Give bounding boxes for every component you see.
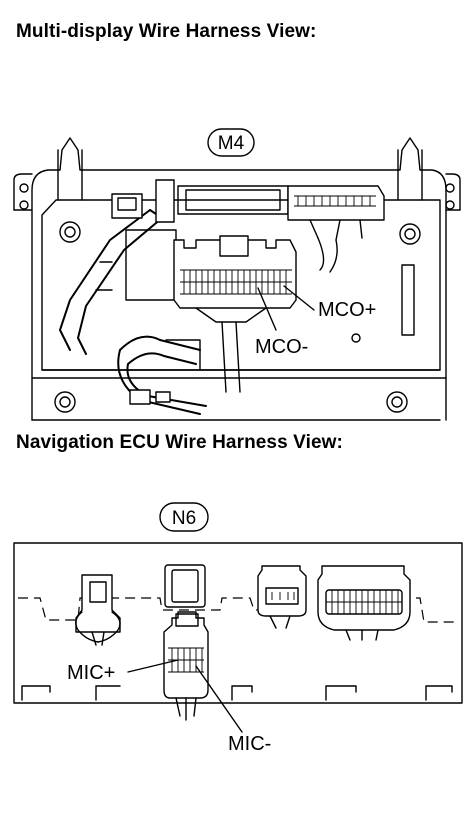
mco-plus-leader-line xyxy=(283,285,315,311)
connector-badge-m4: M4 xyxy=(207,128,255,157)
mco-minus-label: MCO- xyxy=(255,336,308,358)
mic-minus-label: MIC- xyxy=(228,733,271,755)
mic-plus-label: MIC+ xyxy=(67,662,115,684)
mic-plus-leader-line xyxy=(127,659,179,673)
multi-display-harness-heading: Multi-display Wire Harness View: xyxy=(16,21,317,42)
connector-id-m4: M4 xyxy=(218,133,245,154)
mco-minus-leader-line xyxy=(257,287,277,331)
connector-badge-n6: N6 xyxy=(159,502,209,532)
mic-minus-leader-line xyxy=(195,665,243,733)
multi-display-unit-drawing xyxy=(13,137,461,421)
mco-plus-label: MCO+ xyxy=(318,299,376,321)
connector-id-n6: N6 xyxy=(172,508,196,529)
navigation-ecu-drawing xyxy=(13,542,463,721)
navigation-ecu-harness-heading: Navigation ECU Wire Harness View: xyxy=(16,432,343,453)
